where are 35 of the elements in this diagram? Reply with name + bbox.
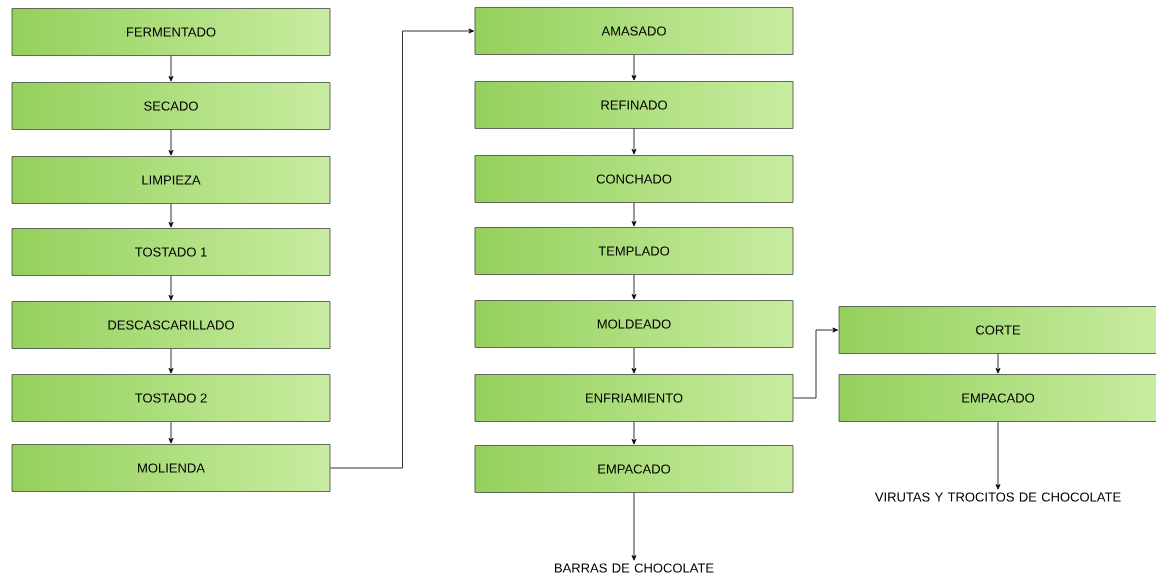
process-box: DESCASCARILLADO [11,301,331,349]
arrow [330,28,474,469]
arrow [631,54,637,81]
process-box: ENFRIAMIENTO [474,374,794,422]
process-box: CORTE [838,306,1156,354]
process-box: LIMPIEZA [11,156,331,204]
output-label: BARRAS DE CHOCOLATE [555,563,714,573]
arrow [631,202,637,227]
process-box: SECADO [11,82,331,130]
process-box: MOLIENDA [11,444,331,492]
process-box: REFINADO [474,81,794,129]
arrow [793,327,838,399]
arrow [168,55,174,82]
arrow [631,421,637,445]
arrow [168,129,174,156]
process-box: EMPACADO [838,374,1156,422]
arrow [631,128,637,155]
process-box: FERMENTADO [11,8,331,56]
arrow [168,275,174,301]
arrow [168,348,174,374]
process-box: EMPACADO [474,445,794,493]
arrow [631,492,637,561]
process-box: CONCHADO [474,155,794,203]
arrow [631,274,637,300]
process-box: TEMPLADO [474,227,794,275]
arrow [168,203,174,228]
process-box: TOSTADO 1 [11,228,331,276]
process-box: AMASADO [474,7,794,55]
output-label: VIRUTAS Y TROCITOS DE CHOCOLATE [874,492,1121,502]
arrow [995,421,1001,490]
arrow [995,353,1001,374]
arrow [168,421,174,444]
arrow [631,347,637,374]
process-box: TOSTADO 2 [11,374,331,422]
process-box: MOLDEADO [474,300,794,348]
